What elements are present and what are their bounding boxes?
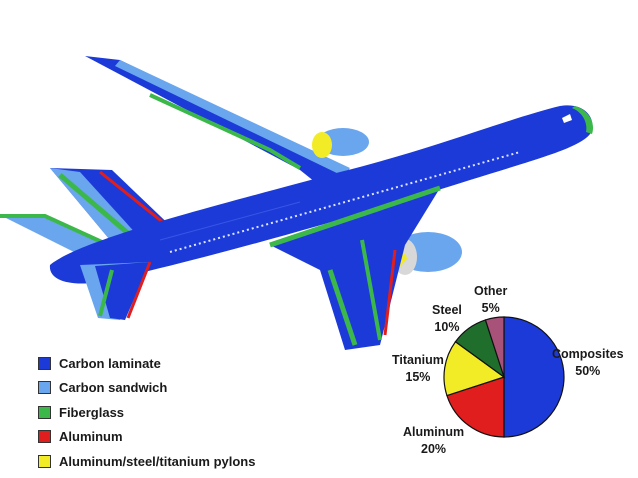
legend-swatch — [38, 405, 51, 419]
slice-name: Titanium — [392, 353, 444, 367]
pie-slice-composites — [503, 316, 565, 438]
slice-percent: 5% — [481, 301, 500, 315]
materials-legend: Carbon laminate Carbon sandwich Fibergla… — [38, 351, 278, 474]
slice-name: Composites — [552, 347, 624, 361]
slice-percent: 10% — [434, 320, 460, 334]
legend-item-pylons: Aluminum/steel/titanium pylons — [38, 449, 278, 474]
legend-label: Aluminum — [59, 429, 123, 445]
legend-swatch — [38, 381, 51, 395]
legend-label: Carbon sandwich — [59, 380, 168, 396]
pie-slice-titanium — [443, 340, 506, 397]
right-stabilizer — [80, 261, 152, 320]
far-engine — [312, 128, 369, 158]
near-engine — [393, 232, 462, 275]
near-wing — [269, 185, 441, 350]
slice-name: Aluminum — [403, 425, 465, 439]
pie-slice-other — [484, 316, 505, 378]
legend-item-carbon-laminate: Carbon laminate — [38, 351, 278, 376]
slice-percent: 50% — [575, 364, 601, 378]
far-wing — [85, 56, 350, 190]
pie-slice-aluminum — [446, 376, 505, 438]
legend-label: Aluminum/steel/titanium pylons — [59, 453, 256, 469]
legend-item-aluminum: Aluminum — [38, 425, 278, 450]
legend-label: Fiberglass — [59, 404, 125, 420]
slice-label-aluminum: Aluminum 20% — [403, 424, 464, 458]
slice-label-titanium: Titanium 15% — [392, 352, 444, 386]
slice-name: Other — [474, 284, 508, 298]
legend-swatch — [38, 356, 51, 370]
legend-item-carbon-sandwich: Carbon sandwich — [38, 376, 278, 401]
slice-percent: 20% — [421, 442, 447, 456]
materials-pie-chart — [443, 316, 565, 438]
slice-percent: 15% — [405, 370, 431, 384]
legend-label: Carbon laminate — [59, 355, 161, 371]
slice-name: Steel — [432, 303, 462, 317]
legend-item-fiberglass: Fiberglass — [38, 400, 278, 425]
legend-swatch — [38, 454, 51, 468]
fuselage — [49, 105, 594, 284]
slice-label-other: Other 5% — [474, 283, 507, 317]
slice-label-composites: Composites 50% — [552, 346, 624, 380]
slice-label-steel: Steel 10% — [432, 302, 462, 336]
legend-swatch — [38, 430, 51, 444]
